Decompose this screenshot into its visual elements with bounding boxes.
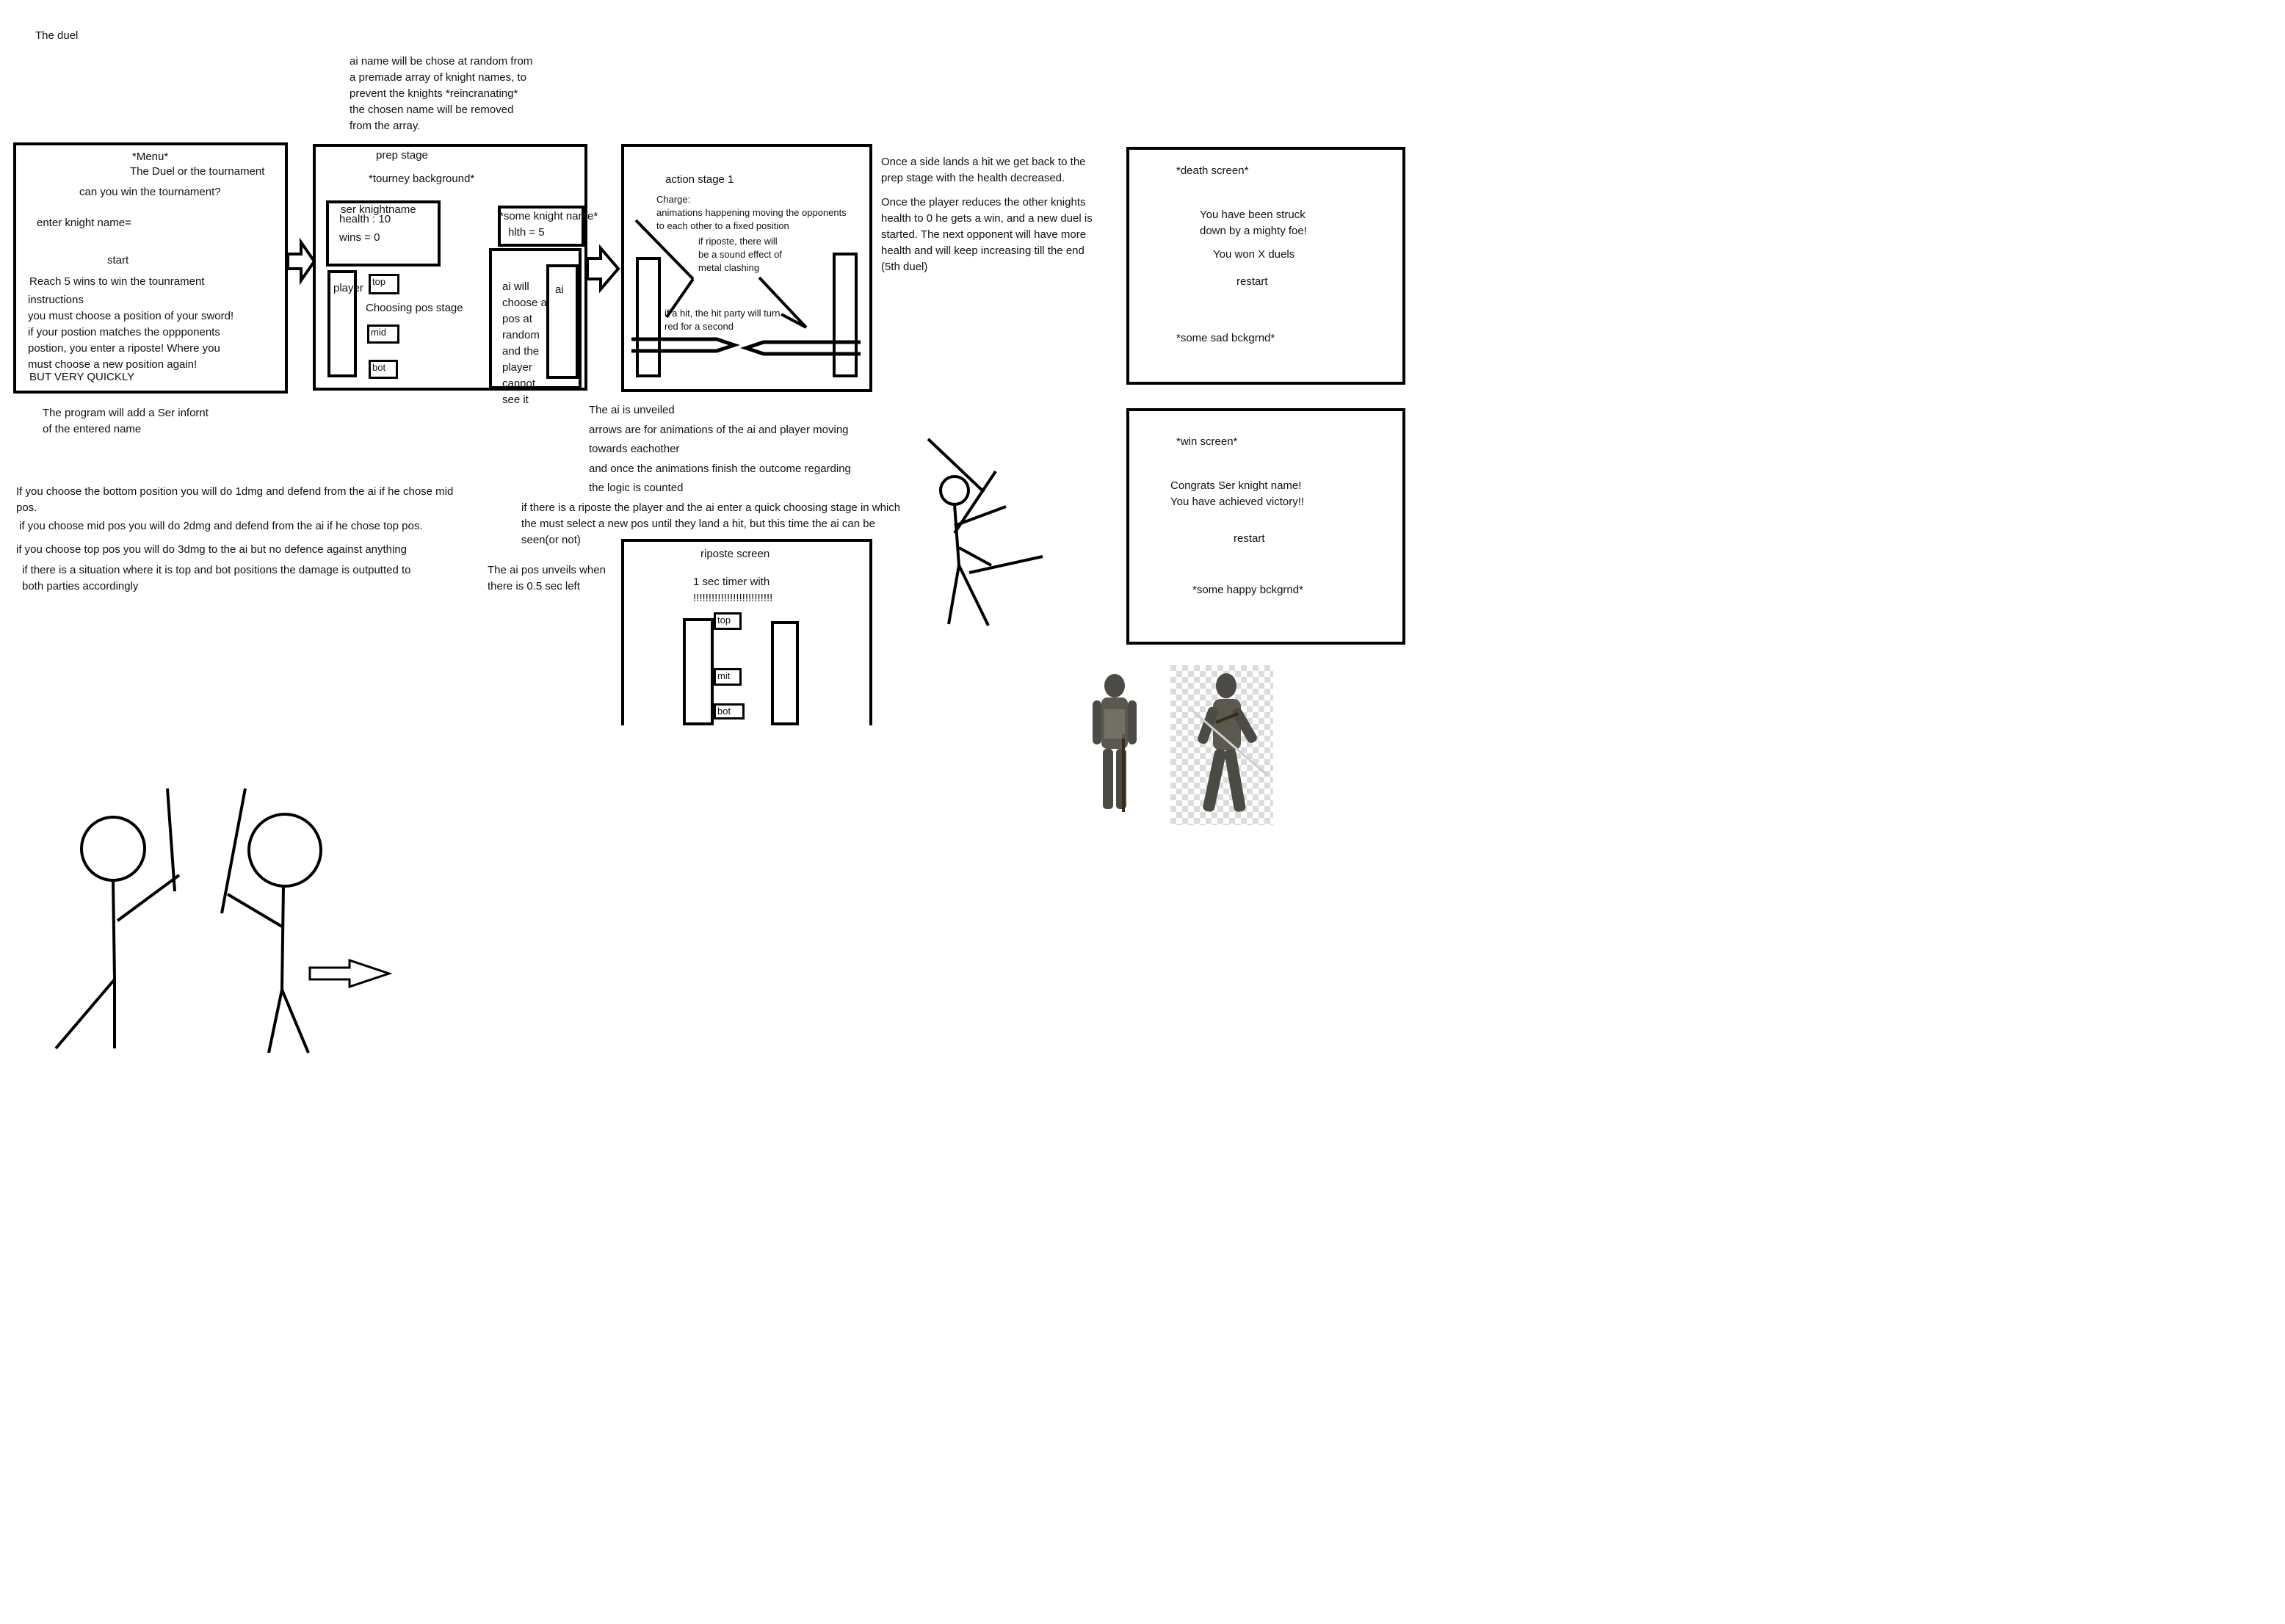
riposte-timer: 1 sec timer with !!!!!!!!!!!!!!!!!!!!!!!…: [693, 576, 773, 604]
ser-prefix-note: The program will add a Ser infornt of th…: [43, 407, 209, 435]
prep-background-label: *tourney background*: [369, 173, 475, 185]
menu-subtitle: The Duel or the tournament: [130, 165, 265, 178]
page-title: The duel: [35, 29, 79, 42]
charge-arrow-right-icon: [631, 337, 740, 353]
death-duels-won: You won X duels: [1213, 248, 1295, 261]
charge-arrow-left-icon: [740, 340, 861, 356]
win-restart-button[interactable]: restart: [1234, 532, 1265, 545]
death-heading: *death screen*: [1176, 164, 1249, 177]
sword-stroke: [634, 219, 695, 280]
top-position-button[interactable]: top: [369, 274, 399, 294]
player-bar: [327, 270, 357, 377]
rules-topbot-note: if there is a situation where it is top …: [22, 564, 411, 592]
player-status-panel: [326, 200, 441, 267]
menu-instructions: instructions you must choose a position …: [28, 294, 234, 371]
ai-name-note: ai name will be chose at random from a p…: [350, 55, 533, 132]
death-restart-button[interactable]: restart: [1236, 275, 1268, 288]
stick-figure-right-icon: [220, 788, 322, 1054]
ai-unveiled-note: The ai is unveiled arrows are for animat…: [589, 404, 851, 494]
action-heading: action stage 1: [665, 173, 734, 186]
player-label: player: [333, 282, 363, 294]
riposte-player-bar: [683, 618, 714, 725]
choosing-pos-label: Choosing pos stage: [366, 302, 463, 314]
attacking-stick-figure-icon: [927, 438, 1043, 626]
ai-panel: [489, 248, 582, 389]
riposte-ai-bar: [771, 621, 799, 725]
menu-heading: *Menu*: [132, 151, 169, 163]
rules-mid-note: if you choose mid pos you will do 2dmg a…: [19, 520, 423, 532]
bot-position-button[interactable]: bot: [369, 360, 398, 379]
ai-choose-text: ai will choose a pos at random and the p…: [502, 280, 547, 406]
rules-bottom-note: If you choose the bottom position you wi…: [16, 485, 454, 514]
player-wins: wins = 0: [339, 231, 380, 244]
win-progress-note: Once the player reduces the other knight…: [881, 196, 1093, 273]
riposte-note: if there is a riposte the player and the…: [521, 501, 901, 546]
sword-stroke: [781, 313, 807, 329]
prep-heading: prep stage: [376, 149, 428, 162]
sword-stroke: [758, 276, 808, 329]
enemy-status-panel: [498, 206, 584, 247]
win-heading: *win screen*: [1176, 435, 1238, 448]
riposte-top-button[interactable]: top: [714, 612, 742, 630]
menu-reach-text: Reach 5 wins to win the tounrament: [29, 275, 205, 288]
win-screen: [1126, 408, 1405, 645]
riposte-heading: riposte screen: [700, 548, 770, 560]
hit-note: Once a side lands a hit we get back to t…: [881, 156, 1086, 184]
action-hit-text: if a hit, the hit party will turn red fo…: [665, 308, 781, 332]
menu-question: can you win the tournament?: [79, 186, 221, 198]
rules-top-note: if you choose top pos you will do 3dmg t…: [16, 543, 408, 556]
death-message: You have been struck down by a mighty fo…: [1200, 209, 1307, 237]
riposte-screen: [621, 539, 872, 725]
flow-arrow-icon: [286, 237, 316, 286]
win-message: Congrats Ser knight name! You have achie…: [1170, 479, 1305, 508]
start-button[interactable]: start: [107, 254, 129, 267]
ai-label: ai: [555, 283, 564, 296]
player-health: health : 10: [339, 213, 391, 225]
player-name: ser knightname: [341, 203, 416, 216]
ai-unveils-note: The ai pos unveils when there is 0.5 sec…: [488, 564, 606, 592]
death-screen: [1126, 147, 1405, 385]
action-ai-bar: [833, 253, 858, 377]
death-background-label: *some sad bckgrnd*: [1176, 332, 1275, 344]
move-arrow-icon: [308, 958, 393, 989]
stick-figure-left-icon: [54, 788, 181, 1050]
knight-name-input[interactable]: enter knight name=: [37, 217, 131, 229]
mid-position-button[interactable]: mid: [367, 325, 399, 344]
riposte-bot-button[interactable]: bot: [714, 703, 745, 719]
riposte-mid-button[interactable]: mit: [714, 668, 742, 686]
action-riposte-text: if riposte, there will be a sound effect…: [698, 236, 782, 273]
enemy-name: *some knight name*: [499, 210, 598, 222]
action-charge-text: Charge: animations happening moving the …: [656, 194, 847, 231]
sword-stroke: [665, 278, 695, 319]
knight-fighting-image: [1170, 665, 1273, 825]
ai-bar: [546, 264, 579, 379]
win-background-label: *some happy bckgrnd*: [1192, 584, 1303, 596]
enemy-health: hlth = 5: [508, 226, 545, 239]
menu-quickly: BUT VERY QUICKLY: [29, 371, 135, 383]
action-player-bar: [636, 257, 661, 377]
flow-arrow-icon: [586, 244, 620, 294]
action-stage-screen: [621, 144, 872, 392]
knight-standing-image: [1079, 668, 1150, 818]
